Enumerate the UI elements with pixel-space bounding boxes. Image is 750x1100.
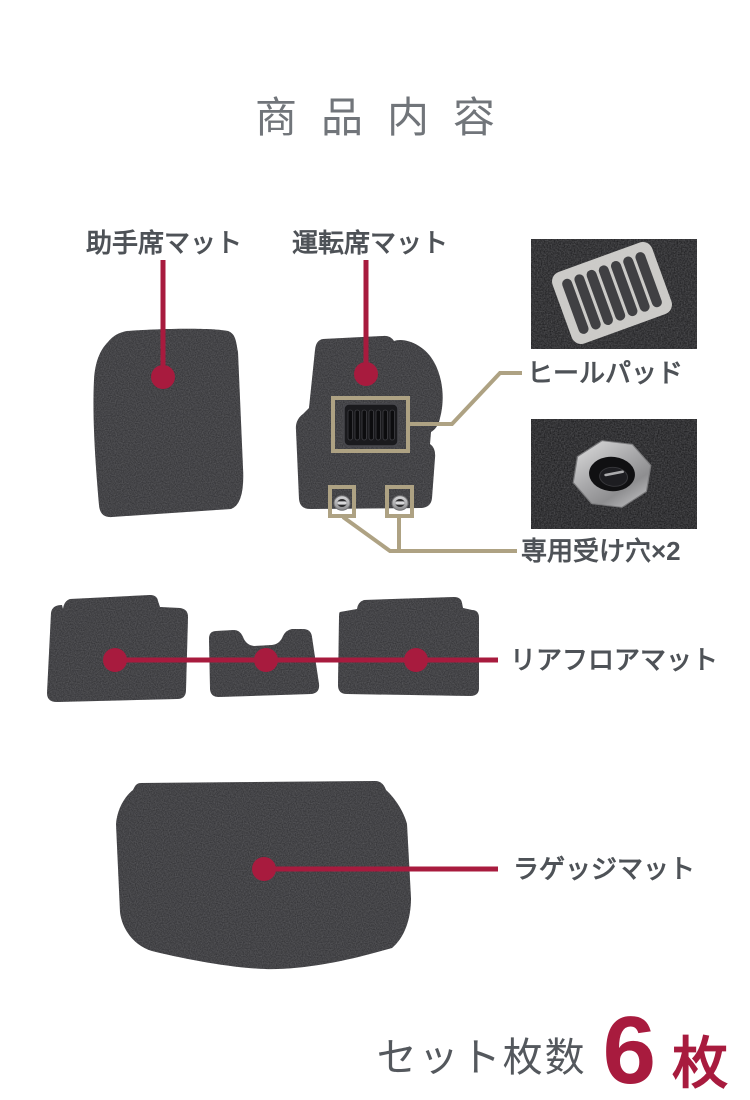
heel-pad-on-mat <box>343 403 399 447</box>
luggage-mat-dot <box>252 857 276 881</box>
heel-pad-leader-line <box>408 371 522 426</box>
rear-mat-dot-left <box>103 648 127 672</box>
heel-pad-label: ヒールパッド <box>527 358 684 388</box>
driver-mat-label: 運転席マット <box>292 228 449 258</box>
heel-pad-photo <box>531 239 697 349</box>
rear-floor-mat-right <box>338 597 479 696</box>
crimson-leader-lines <box>103 260 498 881</box>
set-count-label: セット枚数 <box>376 1036 587 1080</box>
set-count-unit: 枚 <box>672 1031 728 1095</box>
passenger-mat <box>93 328 244 518</box>
fixing-hole-leader-line-left <box>341 515 517 553</box>
rear-floor-mat-label: リアフロアマット <box>510 645 719 675</box>
fixing-hole-callout-box-left <box>328 485 356 518</box>
luggage-mat-label: ラゲッジマット <box>513 854 696 884</box>
rear-mat-dot-right <box>404 648 428 672</box>
driver-mat-dot <box>354 362 378 386</box>
set-count-number: 6 <box>602 997 656 1100</box>
set-count: セット枚数 6 枚 <box>376 997 728 1100</box>
driver-mat <box>295 335 443 511</box>
fixing-hole-photo <box>531 419 697 529</box>
fixing-grommets-on-mat <box>333 495 409 511</box>
fixing-hole-callout-box-right <box>385 485 414 518</box>
passenger-mat-label: 助手席マット <box>86 228 243 258</box>
tan-leader-lines <box>341 371 522 553</box>
page-title: 商品内容 <box>254 94 519 141</box>
fixing-holes-label: 専用受け穴×2 <box>521 536 681 566</box>
rear-mat-dot-center <box>254 648 278 672</box>
passenger-mat-dot <box>151 365 175 389</box>
